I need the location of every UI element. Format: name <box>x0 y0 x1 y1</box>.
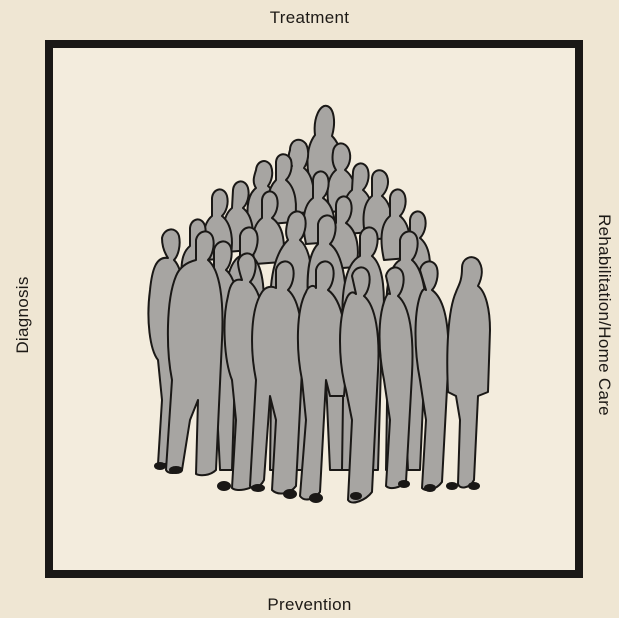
figure-front <box>447 257 490 487</box>
